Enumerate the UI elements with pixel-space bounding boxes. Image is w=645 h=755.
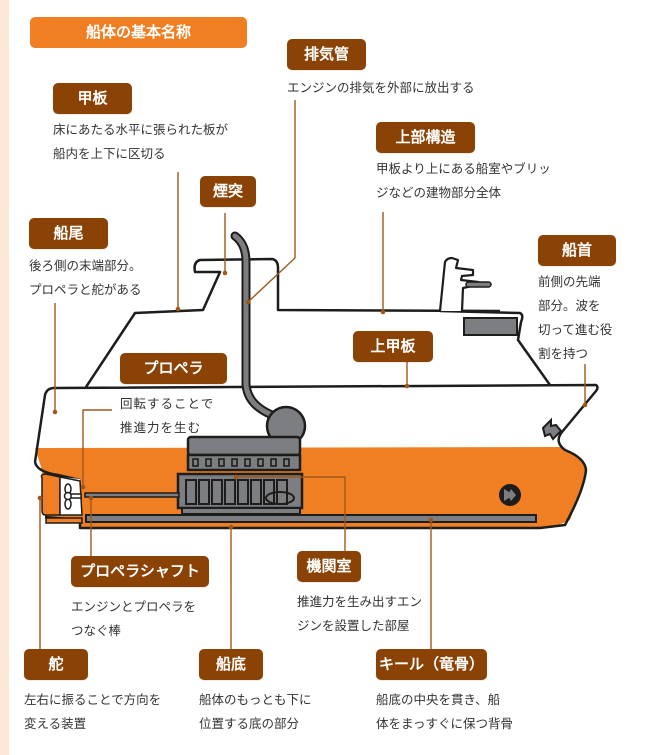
engine-vent-slots — [192, 458, 290, 467]
desc-kaji: 左右に振ることで方向を 変える装置 — [24, 692, 162, 731]
label-kikanshitsu: 機関室 — [297, 551, 361, 582]
label-joubu-kouzou: 上部構造 — [376, 122, 475, 153]
hull-outline — [33, 383, 599, 530]
keel — [85, 514, 537, 523]
porthole — [265, 491, 295, 505]
label-keel: キール（竜骨） — [376, 649, 487, 680]
label-haikikan: 排気管 — [287, 39, 366, 70]
label-propeller: プロペラ — [120, 353, 227, 384]
label-joukanpan: 上甲板 — [353, 331, 433, 362]
label-kanpan: 甲板 — [53, 83, 132, 114]
anchor-recess — [541, 417, 563, 441]
mast-radar — [465, 281, 492, 288]
label-kaji: 舵 — [24, 649, 88, 680]
superstructure-bow — [439, 309, 552, 386]
propeller-shaft — [84, 492, 180, 498]
desc-keel: 船底の中央を貫き、船 体をまっすぐに保つ背骨 — [376, 692, 514, 731]
label-senshu: 船首 — [538, 235, 616, 266]
desc-senshu: 前側の先端 部分。波を 切って進む役 割を持つ — [538, 274, 613, 361]
diagram-title: 船体の基本名称 — [30, 17, 247, 48]
desc-propeller: 回転することで 推進力を生む — [120, 396, 215, 435]
desc-kikanshitsu: 推進力を生み出すエン ジンを設置した部屋 — [297, 594, 423, 633]
rudder — [40, 473, 61, 516]
desc-joubu-kouzou: 甲板より上にある船室やブリッ ジなどの建物部分全体 — [376, 161, 551, 200]
label-sentei: 船底 — [199, 649, 263, 680]
desc-sentei: 船体のもっとも下に 位置する底の部分 — [199, 692, 312, 731]
superstructure-stern — [84, 257, 501, 388]
bridge-window — [463, 317, 518, 336]
label-propeller-shaft: プロペラシャフト — [71, 556, 209, 587]
leader-dots — [37, 270, 588, 530]
left-edge-strip — [0, 0, 9, 755]
desc-senbi: 後ろ側の末端部分。 プロペラと舵がある — [29, 258, 142, 297]
mast — [438, 256, 480, 312]
leader-lines — [39, 100, 586, 660]
hull-upper — [40, 386, 597, 448]
rudder-sole — [45, 517, 83, 524]
label-entotsu: 煙突 — [200, 176, 256, 207]
propeller-blades — [63, 483, 82, 510]
hull-orange — [35, 447, 586, 528]
desc-haikikan: エンジンの排気を外部に放出する — [287, 80, 475, 95]
engine-base — [181, 507, 301, 515]
desc-propeller-shaft: エンジンとプロペラを つなぐ棒 — [71, 599, 197, 638]
label-senbi: 船尾 — [29, 218, 108, 249]
desc-kanpan: 床にあたる水平に張られた板が 船内を上下に区切る — [53, 122, 229, 161]
